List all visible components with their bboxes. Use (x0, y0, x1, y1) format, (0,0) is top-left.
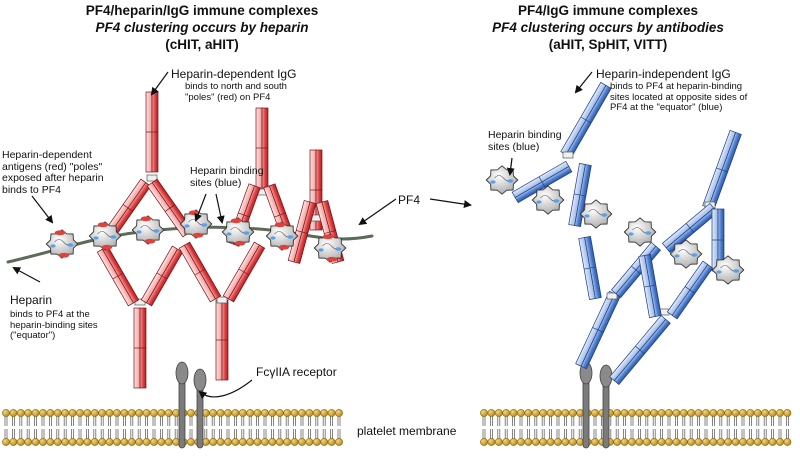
blue-antibody-top-left (511, 81, 612, 227)
blue-antibody-top-right (661, 129, 742, 272)
platelet-membrane-right (480, 409, 792, 446)
platelet-membrane-left (2, 409, 343, 446)
pf4-right-1 (485, 165, 519, 195)
pf4-right-2 (531, 185, 565, 215)
pf4-left-3 (131, 215, 165, 245)
left-igg-desc: binds to north and south "poles" (red) o… (185, 81, 287, 103)
arrow-receptor (198, 379, 253, 399)
fc-receptor-right-1 (579, 361, 593, 449)
arrow-binding-right (506, 157, 515, 176)
arrow-pf4-right (429, 198, 472, 209)
left-igg-label: Heparin-dependent IgG (171, 67, 297, 81)
pf4-right-4 (623, 217, 657, 247)
pf4-left-1 (45, 229, 79, 259)
arrow-heparin (12, 267, 41, 283)
pf4-right-6 (711, 255, 745, 285)
arrow-igg-left (150, 71, 169, 96)
red-antibody-bottom-right (178, 241, 266, 381)
red-antibody-bottom-left (96, 245, 184, 389)
arrow-pf4-left (358, 198, 397, 226)
fc-receptor-right-2 (599, 364, 613, 449)
pf4-right-3 (579, 199, 613, 229)
pf4-left-5 (221, 217, 255, 247)
arrow-layer (12, 71, 593, 399)
heparin-desc: binds to PF4 at the heparin-binding site… (10, 309, 98, 341)
membrane-label: platelet membrane (357, 424, 457, 438)
right-binding-sites-label: Heparin binding sites (blue) (488, 129, 562, 153)
left-title-line1: PF4/heparin/IgG immune complexes (85, 3, 319, 18)
left-title-line3: (cHIT, aHIT) (165, 37, 239, 52)
left-title-line2: PF4 clustering occurs by heparin (95, 20, 309, 35)
pf4-layer (45, 165, 745, 285)
red-antibody-top-left (104, 91, 194, 238)
right-igg-desc: binds to PF4 at heparin-binding sites lo… (610, 81, 748, 113)
right-igg-label: Heparin-independent IgG (596, 67, 731, 81)
left-binding-sites-label: Heparin binding sites (blue) (190, 165, 264, 189)
pf4-left-4 (179, 209, 213, 239)
arrow-igg-right (574, 71, 593, 94)
pf4-right-5 (669, 239, 703, 269)
blue-antibody-bottom-right (609, 254, 714, 385)
pf4-left-7 (313, 233, 347, 263)
arrow-binding-left-1 (194, 193, 207, 222)
membrane-layer (2, 409, 792, 446)
right-title-line1: PF4/IgG immune complexes (517, 3, 699, 18)
pf4-label: PF4 (398, 193, 421, 207)
arrow-binding-left-2 (215, 193, 225, 224)
pf4-left-2 (88, 221, 122, 251)
left-antigen-label: Heparin-dependent antigens (red) "poles"… (2, 149, 104, 196)
fc-receptor-left-1 (175, 361, 189, 449)
pf4-left-6 (265, 221, 299, 251)
right-title-line2: PF4 clustering occurs by antibodies (492, 20, 724, 35)
receptor-label: FcγIIA receptor (256, 365, 337, 379)
arrow-antigen (31, 195, 54, 224)
fc-receptor-left-2 (193, 368, 207, 449)
heparin-label: Heparin (10, 293, 53, 307)
right-title-line3: (aHIT, SpHIT, VITT) (548, 37, 668, 52)
